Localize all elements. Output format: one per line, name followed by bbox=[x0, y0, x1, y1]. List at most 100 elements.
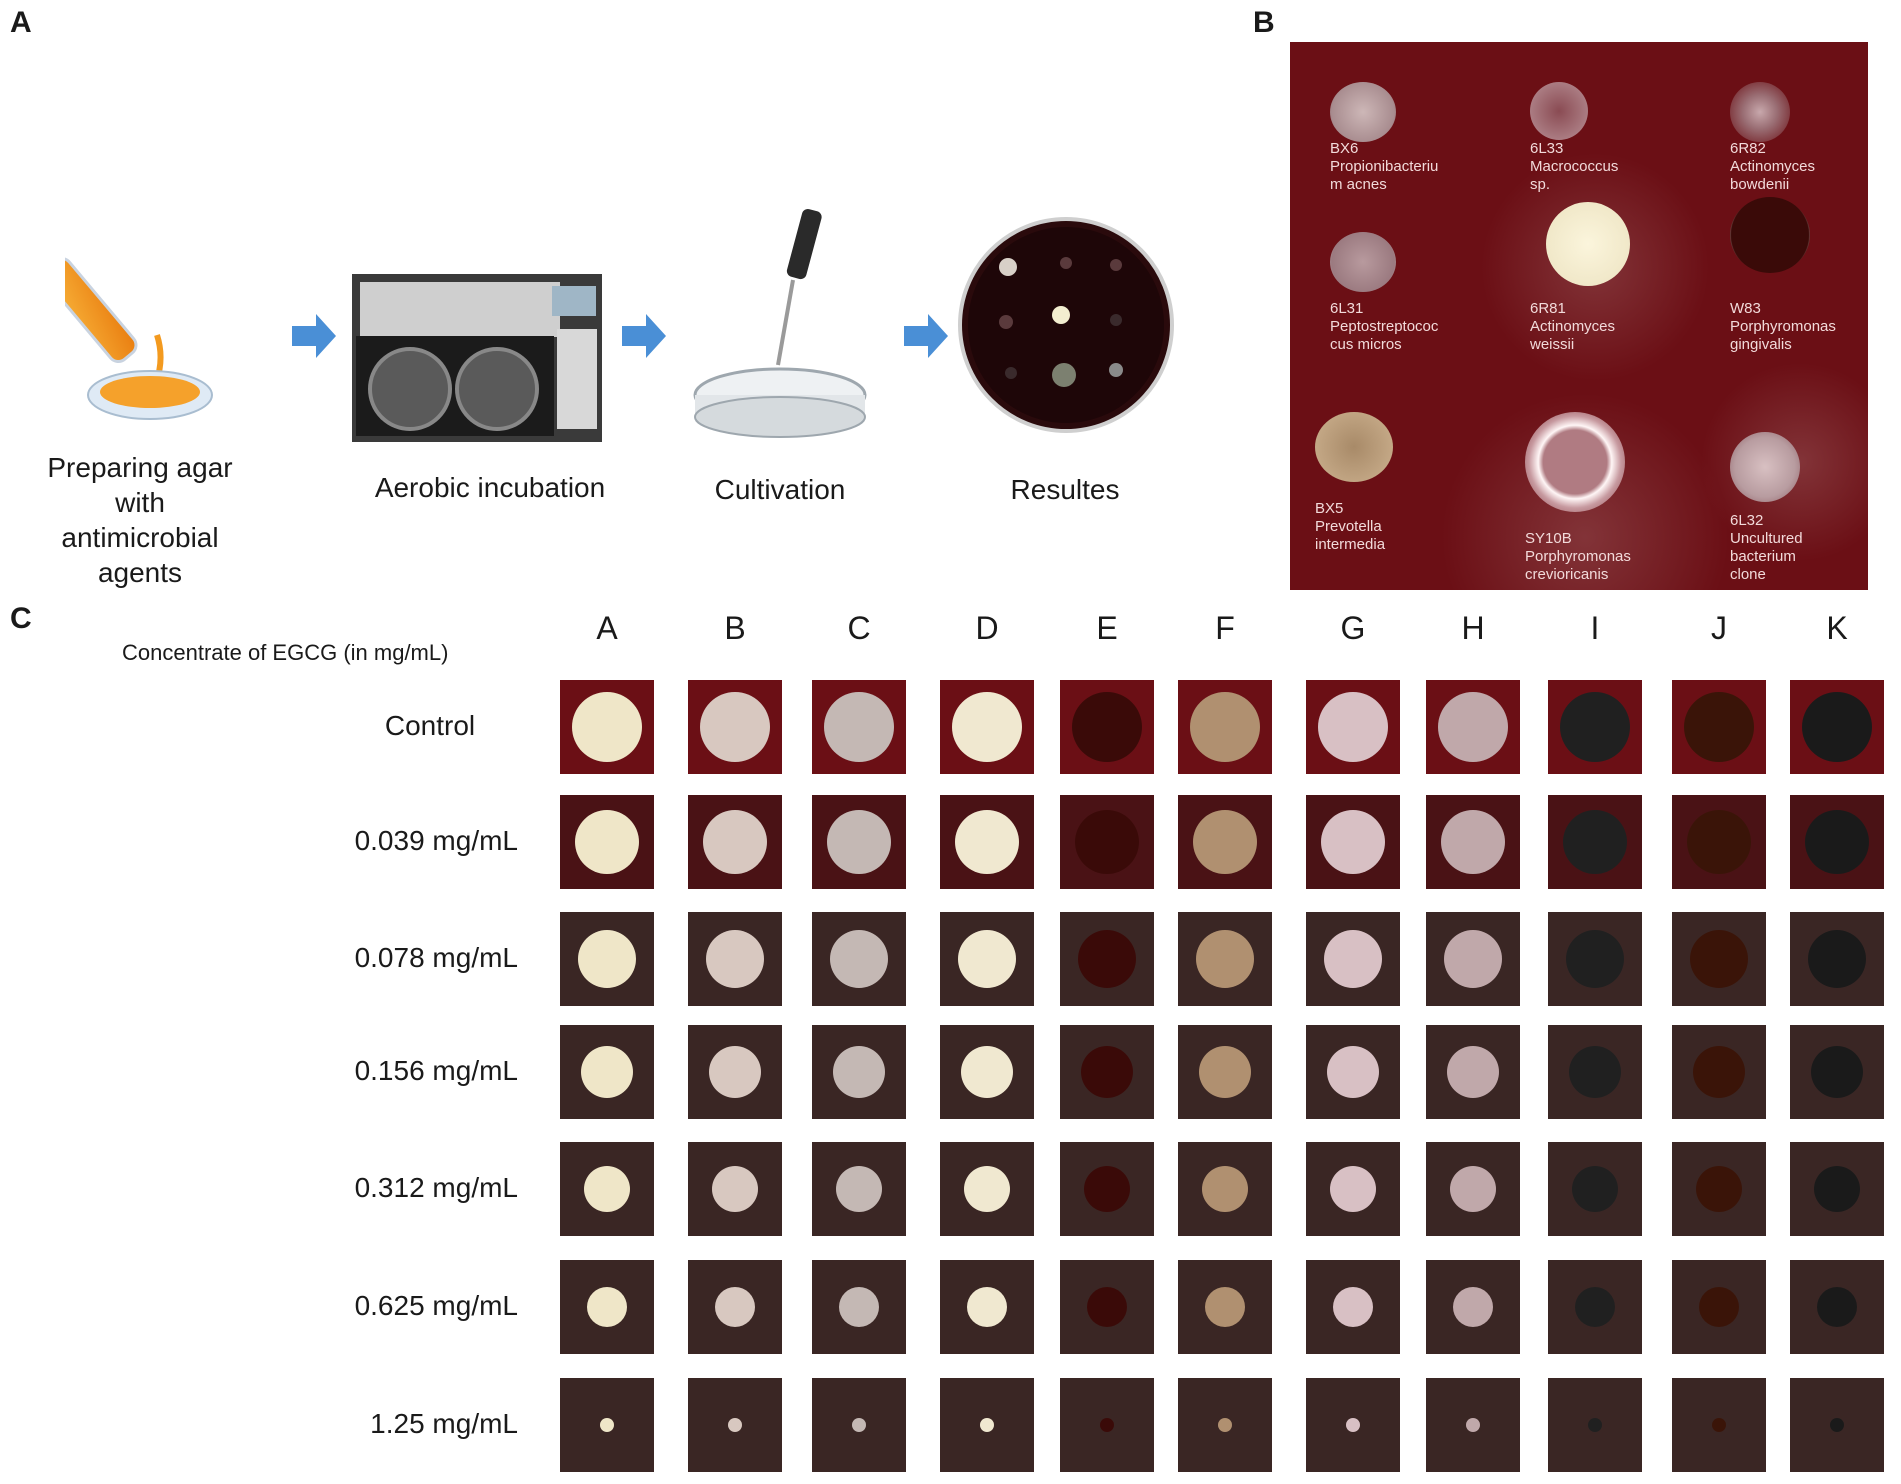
isolate-label: 6L32 Uncultured bacterium clone bbox=[1730, 512, 1803, 583]
column-header: D bbox=[975, 610, 999, 646]
colony-tile bbox=[1306, 1025, 1400, 1119]
colony-tile bbox=[1306, 680, 1400, 774]
colony bbox=[703, 810, 767, 874]
colony-tile bbox=[940, 912, 1034, 1006]
colony-tile bbox=[1060, 912, 1154, 1006]
colony bbox=[1087, 1287, 1127, 1327]
colony bbox=[1321, 810, 1385, 874]
step-2-label: Aerobic incubation bbox=[374, 472, 606, 503]
colony bbox=[958, 930, 1016, 988]
colony-tile bbox=[1306, 1142, 1400, 1236]
colony bbox=[1196, 930, 1254, 988]
colony-tile bbox=[560, 1025, 654, 1119]
column-header: E bbox=[1096, 610, 1118, 646]
colony bbox=[587, 1287, 627, 1327]
colony-tile bbox=[1178, 680, 1272, 774]
colony bbox=[852, 1418, 866, 1432]
colony bbox=[1084, 1166, 1130, 1212]
colony-tile bbox=[1548, 680, 1642, 774]
colony-tile bbox=[940, 1025, 1034, 1119]
colony bbox=[1315, 412, 1393, 482]
colony-tile bbox=[940, 680, 1034, 774]
colony bbox=[581, 1046, 633, 1098]
colony-tile bbox=[1548, 1260, 1642, 1354]
colony-tile bbox=[1672, 680, 1766, 774]
colony bbox=[1817, 1287, 1857, 1327]
colony bbox=[1100, 1418, 1114, 1432]
colony bbox=[1808, 930, 1866, 988]
colony-tile bbox=[1178, 1260, 1272, 1354]
colony-tile bbox=[1426, 680, 1520, 774]
colony bbox=[1444, 930, 1502, 988]
colony-tile bbox=[560, 680, 654, 774]
colony bbox=[1546, 202, 1630, 286]
isolate-label: 6L33 Macrococcus sp. bbox=[1530, 140, 1619, 193]
column-header: K bbox=[1826, 610, 1848, 646]
row-label: 0.625 mg/mL bbox=[354, 1290, 518, 1321]
column-header: G bbox=[1340, 610, 1366, 646]
colony bbox=[715, 1287, 755, 1327]
column-header: J bbox=[1711, 610, 1727, 646]
colony-tile bbox=[560, 1142, 654, 1236]
colony bbox=[952, 692, 1022, 762]
colony-tile bbox=[1672, 912, 1766, 1006]
colony bbox=[709, 1046, 761, 1098]
colony bbox=[1830, 1418, 1844, 1432]
colony bbox=[584, 1166, 630, 1212]
colony bbox=[1218, 1418, 1232, 1432]
isolate-label: BX6 Propionibacteriu m acnes bbox=[1330, 140, 1439, 193]
pipette-dish-icon bbox=[690, 205, 870, 450]
colony-tile bbox=[940, 795, 1034, 889]
colony bbox=[1075, 810, 1139, 874]
colony-tile bbox=[1548, 1378, 1642, 1472]
row-label: 0.039 mg/mL bbox=[354, 825, 518, 856]
colony bbox=[1438, 692, 1508, 762]
colony-tile bbox=[1306, 1378, 1400, 1472]
colony-tile bbox=[1548, 1142, 1642, 1236]
colony-tile bbox=[1672, 795, 1766, 889]
colony-tile bbox=[940, 1378, 1034, 1472]
colony bbox=[1693, 1046, 1745, 1098]
colony bbox=[1588, 1418, 1602, 1432]
isolate-label: 6R82 Actinomyces bowdenii bbox=[1730, 140, 1816, 193]
colony bbox=[1730, 82, 1790, 142]
colony bbox=[1330, 1166, 1376, 1212]
colony bbox=[1327, 1046, 1379, 1098]
colony bbox=[1805, 810, 1869, 874]
colony bbox=[967, 1287, 1007, 1327]
colony bbox=[830, 930, 888, 988]
step-1-label: Preparing agar with antimicrobial agents bbox=[30, 450, 250, 590]
colony bbox=[1569, 1046, 1621, 1098]
colony-tile bbox=[812, 1260, 906, 1354]
colony bbox=[1572, 1166, 1618, 1212]
colony bbox=[575, 810, 639, 874]
row-label: 0.312 mg/mL bbox=[354, 1172, 518, 1203]
colony bbox=[1563, 810, 1627, 874]
isolate-label: BX5 Prevotella intermedia bbox=[1315, 500, 1386, 553]
colony-tile bbox=[1060, 795, 1154, 889]
colony-tile bbox=[688, 912, 782, 1006]
panel-c-letter: C bbox=[10, 602, 32, 635]
colony bbox=[1330, 82, 1396, 142]
colony bbox=[1525, 412, 1625, 512]
colony bbox=[1712, 1418, 1726, 1432]
colony bbox=[1346, 1418, 1360, 1432]
colony-tile bbox=[812, 912, 906, 1006]
step-3-label: Cultivation bbox=[714, 474, 846, 505]
colony bbox=[1684, 692, 1754, 762]
colony-tile bbox=[1672, 1378, 1766, 1472]
colony bbox=[706, 930, 764, 988]
colony-tile bbox=[1426, 1260, 1520, 1354]
colony-tile bbox=[1548, 912, 1642, 1006]
colony-tile bbox=[1306, 795, 1400, 889]
colony-tile bbox=[560, 795, 654, 889]
colony bbox=[1193, 810, 1257, 874]
colony bbox=[833, 1046, 885, 1098]
colony-tile bbox=[1060, 1142, 1154, 1236]
colony bbox=[700, 692, 770, 762]
colony bbox=[980, 1418, 994, 1432]
panel-b-plate: BX6 Propionibacteriu m acnes 6L33 Macroc… bbox=[1290, 42, 1868, 590]
colony-tile bbox=[1790, 1142, 1884, 1236]
isolate-label: 6L31 Peptostreptococ cus micros bbox=[1330, 300, 1439, 353]
colony bbox=[961, 1046, 1013, 1098]
